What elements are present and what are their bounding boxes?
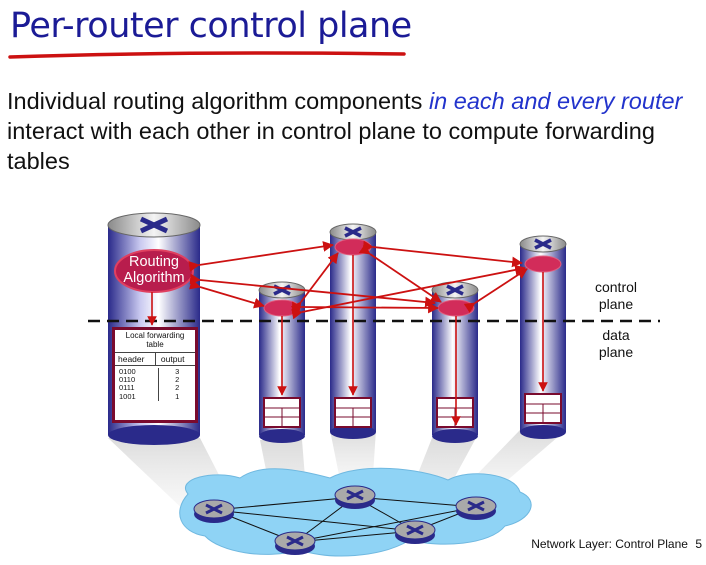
network-router-icon [394, 520, 436, 544]
network-router-icon [274, 531, 316, 555]
table-title-line-2: table [146, 340, 164, 349]
footer: Network Layer: Control Plane 5 [531, 537, 702, 551]
body-part-3: interact with each other in control plan… [7, 118, 655, 174]
table-column-output: 3 2 2 1 [159, 367, 195, 401]
control-plane-line-2: plane [598, 296, 634, 312]
table-cell: 2 [175, 375, 180, 385]
table-cell: 0110 [119, 375, 136, 385]
network-router-icon [193, 499, 235, 523]
table-cell: 2 [175, 383, 180, 393]
data-plane-line-1: data [602, 327, 630, 343]
control-plane-arrows [188, 240, 528, 320]
table-header-cell: output [160, 354, 185, 364]
page-title: Per-router control plane [10, 6, 412, 46]
data-plane-line-2: plane [598, 344, 634, 360]
local-forwarding-table: Local forwarding table header output 010… [115, 331, 195, 401]
table-cell: 0111 [119, 383, 135, 393]
table-cell: 0100 [119, 367, 136, 376]
body-text: Individual routing algorithm components … [7, 86, 697, 176]
table-cell: 3 [175, 367, 180, 376]
table-column-header: 0100 0110 0111 1001 [115, 367, 160, 401]
control-plane-line-1: control [594, 279, 638, 295]
table-cell: 1 [175, 391, 180, 401]
routing-algorithm-label: Routing Algorithm [114, 254, 194, 286]
routing-label-line-2: Algorithm [123, 270, 185, 286]
body-part-1: Individual routing algorithm components [7, 88, 429, 114]
network-router-icon [455, 496, 497, 520]
control-to-table-arrows [147, 255, 548, 426]
body-emphasis: in each and every router [428, 88, 683, 114]
page-number: 5 [695, 537, 702, 551]
control-plane-label: control plane [586, 279, 646, 313]
table-header-row: header output [115, 352, 195, 366]
table-header-cell: header [115, 353, 156, 365]
routing-label-line-1: Routing [129, 254, 179, 270]
table-cell: 1001 [119, 391, 136, 401]
table-title: Local forwarding table [115, 331, 195, 349]
table-body: 0100 0110 0111 1001 3 2 2 1 [115, 366, 195, 401]
table-title-line-1: Local forwarding [125, 331, 185, 340]
footer-text: Network Layer: Control Plane [531, 537, 688, 551]
network-cloud [179, 467, 532, 557]
router-cylinder-main [107, 212, 201, 445]
data-plane-label: data plane [586, 327, 646, 361]
network-router-icon [334, 485, 376, 509]
router-cylinder-4 [431, 281, 479, 443]
title-underline [8, 51, 406, 59]
